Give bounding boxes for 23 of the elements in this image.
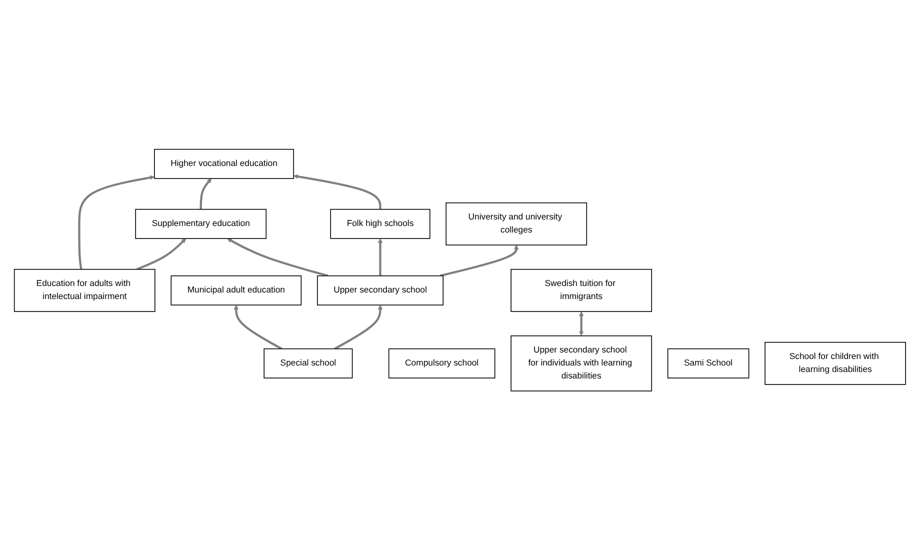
node-box: Special school (263, 348, 352, 378)
node-box: Municipal adult education (170, 275, 302, 306)
node-box: University and university colleges (445, 202, 587, 246)
arrow (199, 178, 212, 210)
arrow (233, 304, 282, 350)
node-box: Upper secondary school for individuals with learning disabilities (510, 335, 652, 392)
node-box: School for children with learning disabilities (764, 342, 906, 385)
node-box: Supplementary education (134, 208, 266, 239)
node-box: Sami School (666, 348, 749, 378)
arrow (292, 174, 381, 210)
node-box: Education for adults with intelectual impairment (13, 268, 155, 312)
node-box: Compulsory school (388, 348, 495, 378)
node-box: Swedish tuition for immigrants (510, 268, 652, 312)
arrow (439, 244, 518, 277)
arrow (578, 311, 584, 336)
arrow (136, 238, 186, 270)
node-box: Higher vocational education (154, 148, 294, 179)
node-box: Folk high schools (330, 208, 430, 239)
arrow (226, 238, 328, 277)
arrow (334, 304, 382, 350)
arrow (78, 175, 154, 270)
node-box: Upper secondary school (316, 275, 444, 306)
arrow (377, 238, 382, 276)
